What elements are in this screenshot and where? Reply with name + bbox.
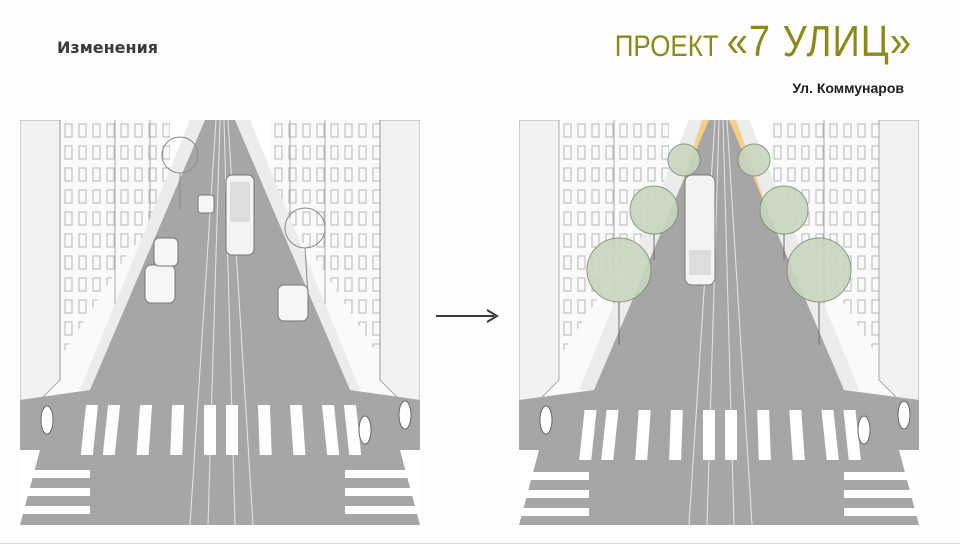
street-before-illustration	[20, 120, 420, 525]
street-name: Ул. Коммунаров	[792, 80, 904, 96]
street-after-illustration	[519, 120, 919, 525]
project-logo-word: ПРОЕКТ	[614, 28, 719, 63]
section-title: Изменения	[57, 38, 159, 57]
project-logo-name: «7 УЛИЦ»	[726, 18, 912, 67]
arrow-right-icon	[436, 308, 502, 324]
project-logo: ПРОЕКТ «7 УЛИЦ»	[615, 18, 912, 67]
